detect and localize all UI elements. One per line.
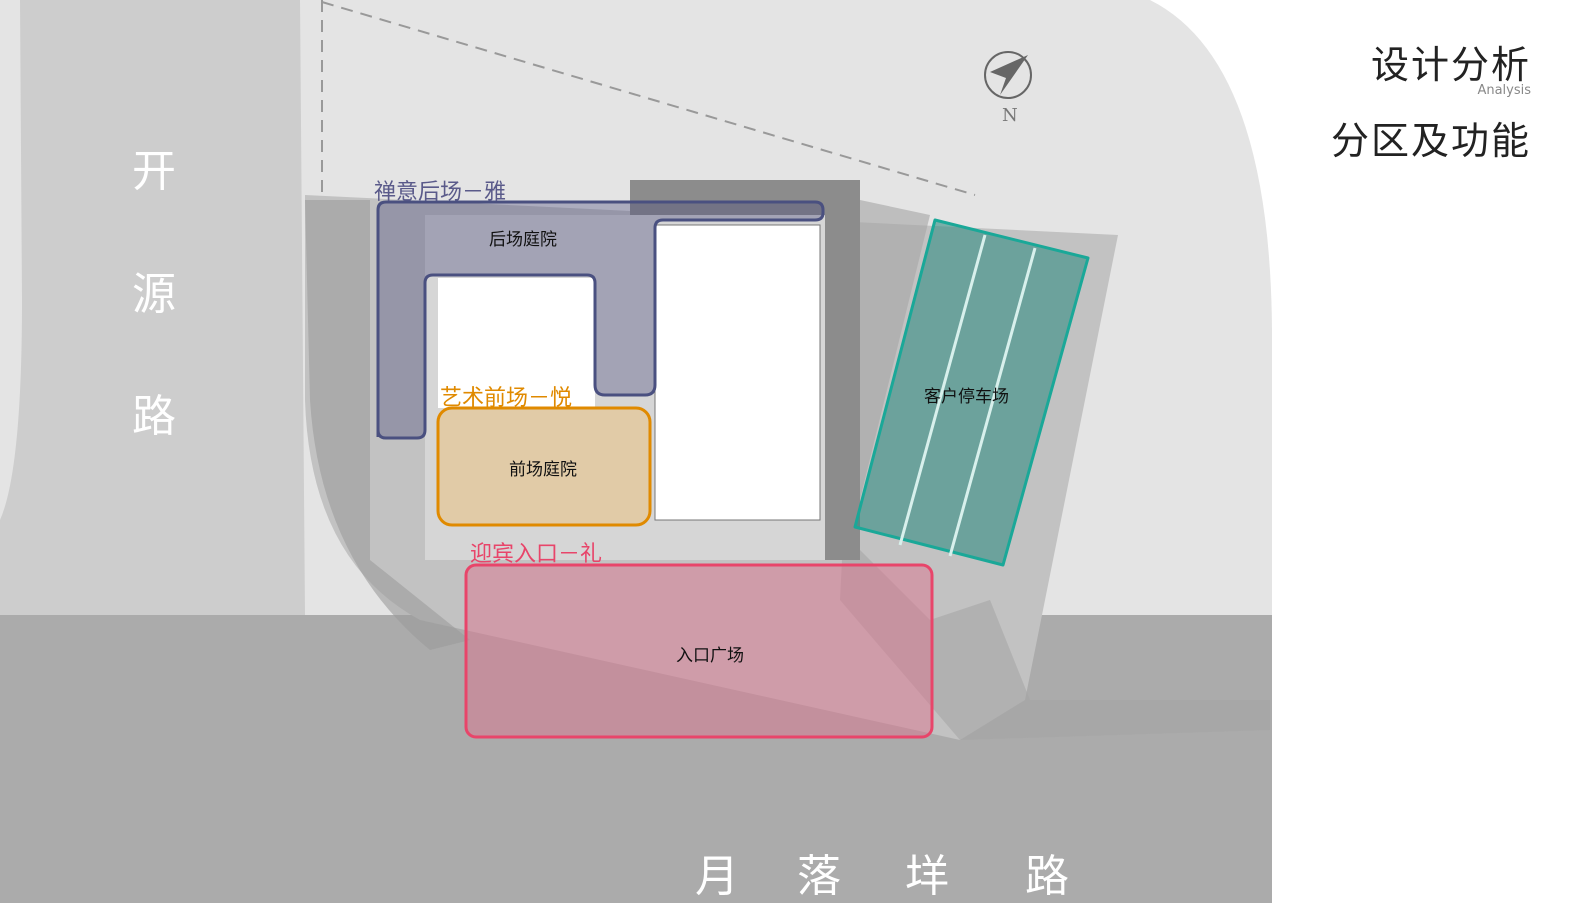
zone-label-back-courtyard: 后场庭院 (489, 230, 557, 250)
zone-label-front-courtyard: 前场庭院 (509, 460, 577, 480)
road-west-char: 开 (132, 146, 176, 197)
section-title: 分区及功能 (1330, 119, 1531, 163)
zone-title-front: 艺术前场－悦 (440, 386, 573, 411)
road-south-char: 垟 (905, 851, 949, 902)
building-east-wing (654, 224, 821, 521)
page-title: 设计分析 (1370, 43, 1531, 87)
zone-label-entrance-plaza: 入口广场 (676, 646, 744, 666)
tree-belt-east (840, 200, 1270, 740)
property-line-diagonal (321, 1, 976, 196)
zone-entrance-plaza (464, 563, 934, 739)
zone-title-back: 禅意后场－雅 (374, 180, 507, 205)
zone-title-entrance: 迎宾入口－礼 (470, 542, 603, 567)
road-west-char: 源 (132, 269, 176, 320)
tree-belt (305, 200, 470, 650)
zone-label-parking: 客户停车场 (924, 387, 1009, 407)
road-south-char: 落 (797, 851, 841, 902)
building-west-wing (438, 278, 595, 408)
zone-parking (853, 218, 1090, 567)
zone-back-courtyard (376, 200, 825, 440)
zone-front-courtyard (436, 406, 652, 527)
parking-lane (948, 247, 1037, 557)
road-south-char: 月 (695, 851, 739, 902)
west-road (0, 0, 305, 615)
page-subtitle-en: Analysis (1477, 83, 1531, 98)
road-west-char: 路 (132, 391, 176, 442)
road-south-char: 路 (1025, 851, 1069, 902)
parking-lane (898, 234, 987, 546)
compass-label: N (1002, 105, 1018, 126)
north-arrow-icon (984, 51, 1032, 99)
